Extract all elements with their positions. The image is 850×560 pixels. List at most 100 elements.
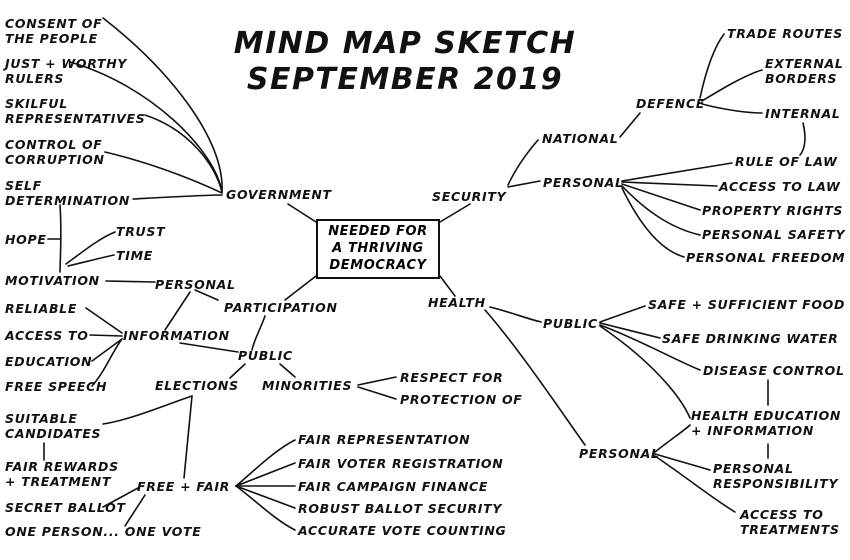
link-part-public: [251, 315, 266, 351]
node-respect-for: RESPECT FOR: [400, 370, 504, 385]
link-free-oneperson: [124, 494, 146, 527]
link-defence-borders: [701, 69, 763, 102]
link-minorities-protection: [357, 386, 397, 400]
link-info-public: [179, 342, 239, 353]
link-sp-safety: [621, 185, 701, 236]
link-public-water: [599, 322, 661, 339]
node-accurate-vote-counting: ACCURATE VOTE COUNTING: [298, 523, 507, 538]
node-security: SECURITY: [432, 189, 507, 204]
node-just-worthy-rulers: JUST + WORTHY RULERS: [5, 56, 128, 86]
link-public-elections: [229, 363, 246, 379]
node-health-education-information: HEALTH EDUCATION + INFORMATION: [691, 408, 842, 438]
link-personal-healthed: [654, 424, 691, 453]
node-personal-health: PERSONAL: [579, 446, 660, 461]
node-public-health: PUBLIC: [543, 316, 598, 331]
link-free-rep: [235, 439, 296, 487]
link-info-access: [89, 334, 123, 337]
link-sec-national: [507, 139, 539, 186]
node-minorities: MINORITIES: [262, 378, 353, 393]
link-sd-time: [67, 254, 115, 267]
link-part-personal: [194, 289, 219, 301]
link-health-personal: [484, 309, 586, 446]
link-gov-corruption: [104, 151, 223, 194]
node-safe-drinking-water: SAFE DRINKING WATER: [662, 331, 839, 346]
link-health-public: [489, 306, 542, 323]
node-external-borders: EXTERNAL BORDERS: [765, 56, 844, 86]
link-free-secret: [102, 487, 139, 508]
node-secret-ballot: SECRET BALLOT: [5, 500, 126, 515]
link-personal-resp: [654, 453, 711, 471]
node-one-person-one-vote: ONE PERSON... ONE VOTE: [5, 524, 202, 539]
link-sec-personal: [507, 180, 541, 188]
node-public-participation: PUBLIC: [238, 348, 293, 363]
node-personal-participation: PERSONAL: [155, 277, 236, 292]
link-elections-candidates: [102, 395, 193, 425]
link-gov-consent: [102, 17, 223, 193]
link-internal-rule: [799, 122, 806, 156]
link-free-ballot: [235, 485, 296, 509]
node-internal: INTERNAL: [765, 106, 841, 121]
link-sd-trust: [65, 231, 116, 265]
link-personal-info: [164, 291, 191, 331]
link-elections-down: [183, 395, 193, 479]
node-control-of-corruption: CONTROL OF CORRUPTION: [5, 137, 105, 167]
link-national-defence: [619, 112, 641, 138]
link-personal-treat: [654, 455, 736, 513]
link-sp-property: [621, 183, 701, 211]
node-safe-sufficient-food: SAFE + SUFFICIENT FOOD: [648, 297, 846, 312]
page-title-line-2: SEPTEMBER 2019: [246, 62, 564, 97]
link-free-voter: [235, 462, 296, 487]
link-gov-self: [132, 194, 223, 200]
node-information: INFORMATION: [123, 328, 230, 343]
link-public-food: [599, 305, 646, 323]
node-rule-of-law: RULE OF LAW: [735, 154, 838, 169]
node-suitable-candidates: SUITABLE CANDIDATES: [5, 411, 102, 441]
node-self-determination: SELF DETERMINATION: [5, 178, 130, 208]
link-public-healthed: [599, 325, 691, 419]
link-sd-down: [59, 204, 62, 273]
node-fair-representation: FAIR REPRESENTATION: [298, 432, 471, 447]
link-info-education: [91, 338, 123, 362]
node-motivation: MOTIVATION: [5, 273, 100, 288]
node-trade-routes: TRADE ROUTES: [727, 26, 843, 41]
node-time: TIME: [116, 248, 153, 263]
node-education: EDUCATION: [5, 354, 93, 369]
node-access-to-treatments: ACCESS TO TREATMENTS: [740, 507, 840, 537]
node-access-to-law: ACCESS TO LAW: [719, 179, 841, 194]
link-sp-rule: [621, 162, 733, 182]
node-property-rights: PROPERTY RIGHTS: [702, 203, 844, 218]
link-info-speech: [91, 338, 123, 387]
node-free-speech: FREE SPEECH: [5, 379, 108, 394]
link-motivation-personal: [105, 280, 156, 283]
link-centre-participation: [284, 275, 317, 301]
node-robust-ballot-security: ROBUST BALLOT SECURITY: [298, 501, 503, 516]
link-sp-access: [621, 181, 718, 187]
node-access-to: ACCESS TO: [5, 328, 89, 343]
node-participation: PARTICIPATION: [224, 300, 338, 315]
central-topic-box: NEEDED FOR A THRIVING DEMOCRACY: [316, 219, 440, 279]
link-info-reliable: [85, 307, 123, 334]
page-title-line-1: MIND MAP SKETCH: [233, 26, 577, 61]
link-gov-skilful: [144, 114, 223, 193]
link-public-disease: [599, 324, 701, 371]
node-protection-of: PROTECTION OF: [400, 392, 523, 407]
node-health: HEALTH: [428, 295, 486, 310]
node-consent-of-the-people: CONSENT OF THE PEOPLE: [5, 16, 103, 46]
link-free-counting: [235, 485, 296, 531]
node-fair-rewards: FAIR REWARDS + TREATMENT: [5, 459, 119, 489]
node-personal-security: PERSONAL: [543, 175, 624, 190]
node-reliable: RELIABLE: [5, 301, 78, 316]
node-free-and-fair: FREE + FAIR: [137, 479, 230, 494]
node-personal-freedom: PERSONAL FREEDOM: [686, 250, 846, 265]
node-skilful-representatives: SKILFUL REPRESENTATIVES: [5, 96, 146, 126]
link-centre-government: [287, 203, 317, 223]
central-topic-label: NEEDED FOR A THRIVING DEMOCRACY: [328, 224, 428, 273]
link-minorities-respect: [357, 376, 397, 386]
node-hope: HOPE: [5, 232, 47, 247]
node-government: GOVERNMENT: [226, 187, 332, 202]
node-elections: ELECTIONS: [155, 378, 239, 393]
link-defence-trade: [699, 33, 725, 99]
node-personal-safety: PERSONAL SAFETY: [702, 227, 846, 242]
node-trust: TRUST: [116, 224, 166, 239]
